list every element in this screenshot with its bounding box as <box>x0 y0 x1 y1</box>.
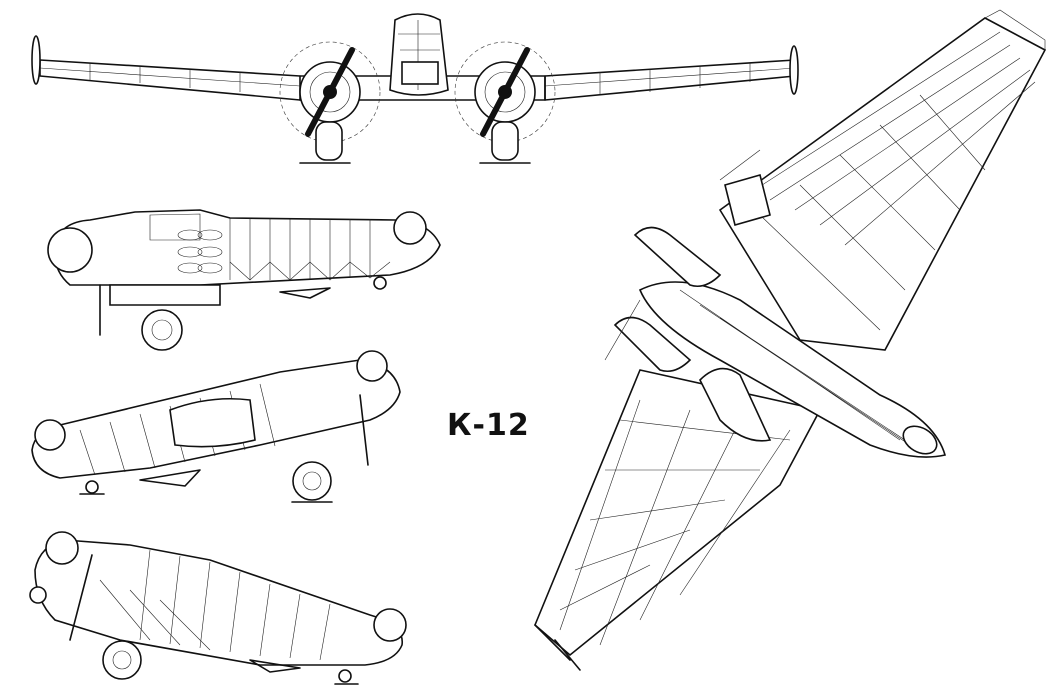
aircraft-designation-title: К-12 <box>447 408 530 443</box>
